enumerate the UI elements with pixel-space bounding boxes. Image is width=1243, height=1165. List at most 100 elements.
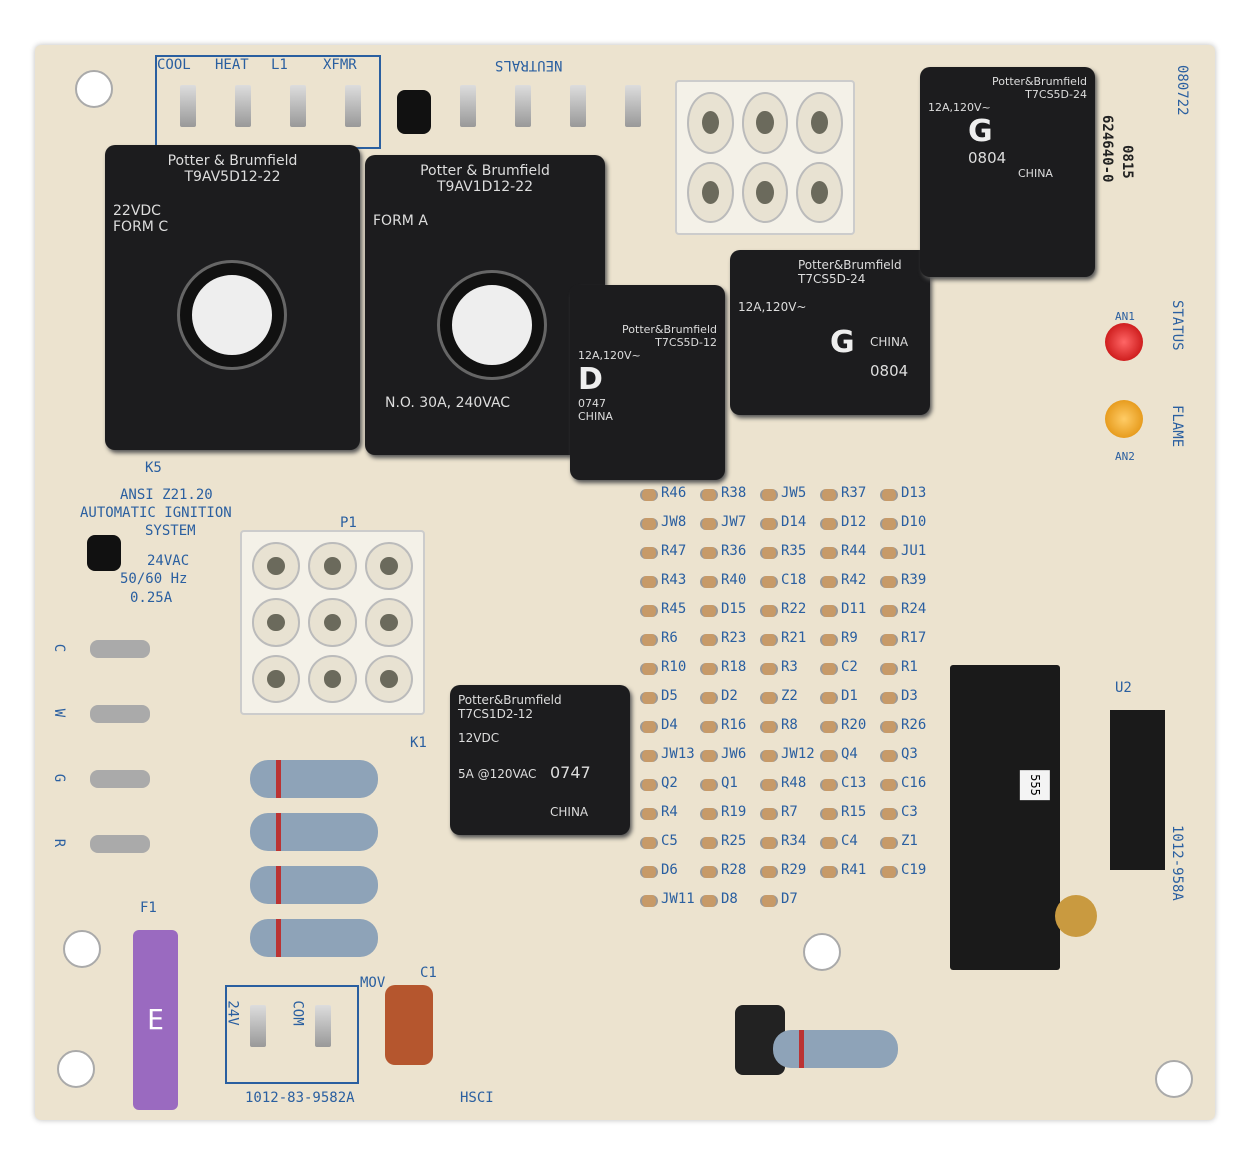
component-body <box>880 692 898 704</box>
relay-origin: CHINA <box>870 335 909 349</box>
relay-brand: Potter&Brumfield <box>992 75 1087 88</box>
ref-r44: R44 <box>841 543 867 559</box>
mounting-hole <box>57 1050 95 1088</box>
resistor-r15 <box>250 919 378 957</box>
component-body <box>760 692 778 704</box>
neutral-2[interactable] <box>515 85 531 127</box>
relay-model: T7CS5D-24 <box>1025 88 1087 101</box>
component-body <box>700 721 718 733</box>
ref-r20: R20 <box>841 717 867 733</box>
relay-g1: Potter&Brumfield T7CS5D-24 12A,120V~ G C… <box>730 250 930 415</box>
terminal-com[interactable] <box>315 1005 331 1047</box>
terminal-cool[interactable] <box>180 85 196 127</box>
label-com: COM <box>289 1000 306 1026</box>
label-power: 24VAC <box>147 553 190 569</box>
relay-code: 0804 <box>870 362 909 380</box>
terminal-xfmr[interactable] <box>345 85 361 127</box>
relay-letter: D <box>578 362 603 397</box>
relay-rating: N.O. 30A, 240VAC <box>385 395 511 411</box>
neutral-4[interactable] <box>625 85 641 127</box>
relay-brand: Potter&Brumfield <box>798 258 902 272</box>
component-body <box>640 808 658 820</box>
label-xfmr: XFMR <box>323 57 357 73</box>
terminal-heat[interactable] <box>235 85 251 127</box>
relay-code: 0804 <box>968 149 1007 167</box>
label-board-no: 1012-83-9582A <box>245 1090 355 1106</box>
label-ansi: ANSI Z21.20 <box>120 487 213 503</box>
fuse[interactable]: E <box>133 930 178 1110</box>
ref-jw7: JW7 <box>721 514 747 530</box>
component-body <box>760 779 778 791</box>
component-body <box>820 721 838 733</box>
terminal-w[interactable] <box>90 705 150 723</box>
ref-d4: D4 <box>661 717 678 733</box>
relay-brand: Potter&Brumfield <box>622 323 717 336</box>
ref-r9: R9 <box>841 630 858 646</box>
relay-origin: CHINA <box>1018 167 1053 180</box>
relay-letter: G <box>968 114 993 149</box>
component-body <box>700 779 718 791</box>
connector-6pin[interactable] <box>675 80 855 235</box>
component-body <box>640 837 658 849</box>
label-an1: AN1 <box>1115 310 1135 323</box>
terminal-g[interactable] <box>90 770 150 788</box>
label-part-no: 624640-0 <box>1099 115 1115 183</box>
terminal-l1[interactable] <box>290 85 306 127</box>
ref-r42: R42 <box>841 572 867 588</box>
relay-d: Potter&Brumfield T7CS5D-12 12A,120V~ D 0… <box>570 285 725 480</box>
component-body <box>880 634 898 646</box>
ref-c19: C19 <box>901 862 927 878</box>
ref-r10: R10 <box>661 659 687 675</box>
ref-q2: Q2 <box>661 775 678 791</box>
ref-r36: R36 <box>721 543 747 559</box>
neutral-3[interactable] <box>570 85 586 127</box>
component-body <box>820 692 838 704</box>
neutral-1[interactable] <box>460 85 476 127</box>
connector-p1[interactable] <box>240 530 425 715</box>
relay-model: T9AV1D12-22 <box>436 179 534 195</box>
ref-r35: R35 <box>781 543 807 559</box>
component-body <box>820 808 838 820</box>
component-body <box>820 750 838 762</box>
component-body <box>760 750 778 762</box>
relay-brand: Potter&Brumfield <box>458 693 562 707</box>
component-body <box>820 779 838 791</box>
terminal-24v[interactable] <box>250 1005 266 1047</box>
ref-jw13: JW13 <box>661 746 695 762</box>
relay-g2: Potter&Brumfield T7CS5D-24 12A,120V~ G 0… <box>920 67 1095 277</box>
component-body <box>880 866 898 878</box>
terminal-c[interactable] <box>90 640 150 658</box>
component-body <box>640 547 658 559</box>
component-body <box>700 866 718 878</box>
label-thermo-w: W <box>51 708 68 718</box>
component-body <box>820 837 838 849</box>
component-body <box>640 750 658 762</box>
component-body <box>760 634 778 646</box>
ref-r45: R45 <box>661 601 687 617</box>
ref-d12: D12 <box>841 514 867 530</box>
ref-r4: R4 <box>661 804 678 820</box>
component-body <box>880 576 898 588</box>
relay-form: FORM C <box>113 219 169 235</box>
ref-d14: D14 <box>781 514 807 530</box>
ref-d7: D7 <box>781 891 798 907</box>
relay-contact: 5A @120VAC <box>458 767 537 781</box>
resistor-r7 <box>250 866 378 904</box>
relay-k5: Potter & Brumfield T9AV5D12-22 22VDC FOR… <box>105 145 360 450</box>
component-body <box>640 489 658 501</box>
component-body <box>640 605 658 617</box>
ref-d10: D10 <box>901 514 927 530</box>
button <box>397 90 431 134</box>
relay-code: 0747 <box>578 397 606 410</box>
circuit-board: COOL HEAT L1 XFMR NEUTRALS Potter & Brum… <box>35 45 1215 1120</box>
component-body <box>760 489 778 501</box>
terminal-r[interactable] <box>90 835 150 853</box>
component-body <box>700 750 718 762</box>
ref-r40: R40 <box>721 572 747 588</box>
ref-jw12: JW12 <box>781 746 815 762</box>
component-body <box>700 692 718 704</box>
relay-model: T7CS5D-24 <box>798 272 866 286</box>
component-body <box>640 866 658 878</box>
component-body <box>760 605 778 617</box>
label-f1: F1 <box>140 900 157 916</box>
